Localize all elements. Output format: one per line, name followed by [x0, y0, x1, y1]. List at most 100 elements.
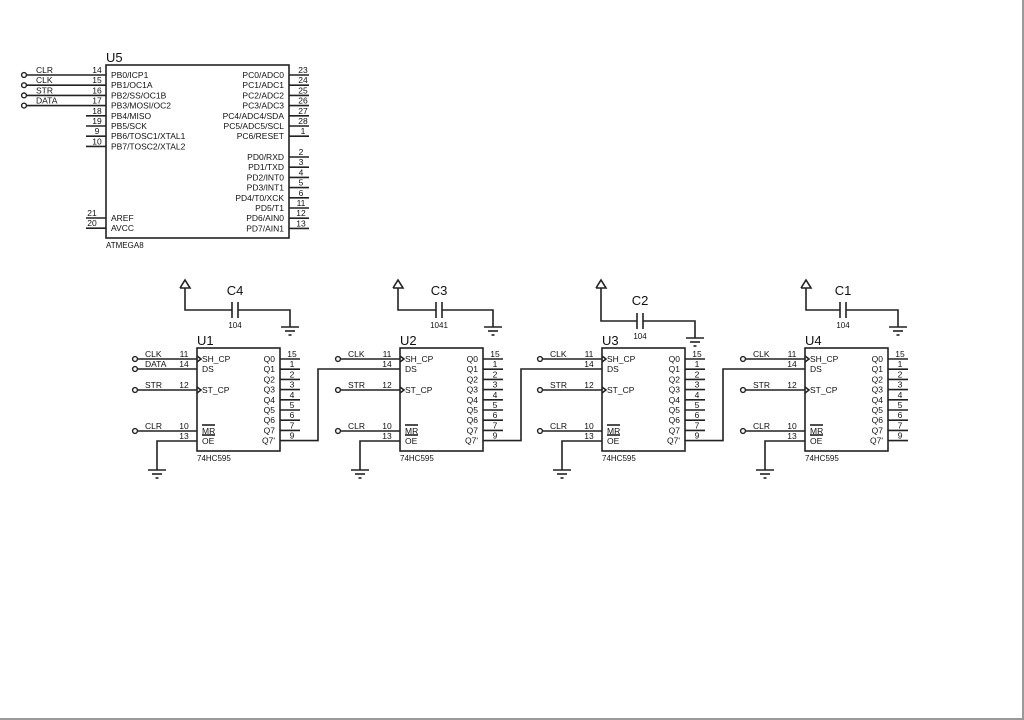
- net-terminal[interactable]: [334, 386, 342, 394]
- pin-number: 10: [382, 421, 392, 431]
- pin-number: 26: [298, 96, 308, 106]
- net-terminal[interactable]: [131, 427, 139, 435]
- pin-name: PD0/RXD: [247, 152, 284, 162]
- pin-number: 2: [898, 369, 903, 379]
- ic-ref-label: U2: [400, 333, 417, 348]
- pin-name: Q1: [669, 364, 681, 374]
- pin-number: 20: [87, 218, 97, 228]
- clock-marker: [601, 386, 608, 394]
- pin-name: Q7: [669, 425, 681, 435]
- net-label: CLK: [36, 75, 53, 85]
- net-terminal[interactable]: [739, 386, 747, 394]
- pin-name: PC1/ADC1: [242, 80, 284, 90]
- pin-number: 9: [695, 431, 700, 441]
- capacitor-ref-label: C1: [835, 283, 852, 298]
- pin-number: 13: [296, 218, 306, 228]
- cap-wire-right: [442, 309, 494, 327]
- net-terminal[interactable]: [20, 82, 28, 89]
- pin-number: 2: [299, 147, 304, 157]
- pin-name: Q0: [669, 354, 681, 364]
- pin-name: PC5/ADC5/SCL: [224, 121, 285, 131]
- net-terminal[interactable]: [20, 102, 28, 109]
- pin-name: ST_CP: [810, 385, 838, 395]
- pin-name: PB2/SS/OC1B: [111, 90, 167, 100]
- pin-name: MR: [405, 426, 418, 436]
- pin-name: AVCC: [111, 223, 134, 233]
- ic-pin: 9Q7': [870, 431, 908, 446]
- pin-number: 2: [290, 369, 295, 379]
- pin-name: PD4/T0/XCK: [235, 193, 284, 203]
- ic-pin: 1Q1: [467, 359, 503, 374]
- ic-part-label: 74HC595: [602, 454, 636, 463]
- pin-number: 24: [298, 75, 308, 85]
- power-symbol: [179, 278, 192, 289]
- net-terminal[interactable]: [536, 355, 544, 363]
- sheet-border-bottom: [0, 718, 1024, 720]
- net-terminal[interactable]: [536, 427, 544, 435]
- net-label: CLK: [753, 349, 770, 359]
- net-terminal[interactable]: [131, 386, 139, 394]
- pin-name: PC6/RESET: [237, 131, 284, 141]
- net-terminal[interactable]: [334, 355, 342, 363]
- pin-number: 1: [493, 359, 498, 369]
- capacitor-value-label: 1041: [430, 321, 448, 330]
- ic-pin: 4Q4: [872, 390, 908, 405]
- pin-name: Q4: [264, 395, 276, 405]
- capacitor-ref-label: C4: [227, 283, 244, 298]
- capacitor-value-label: 104: [633, 332, 647, 341]
- pin-number: 3: [299, 157, 304, 167]
- net-terminal[interactable]: [739, 355, 747, 363]
- pin-name: PD6/AIN0: [246, 213, 284, 223]
- pin-name: OE: [202, 436, 215, 446]
- power-arrow: [392, 278, 405, 289]
- pin-name: Q2: [669, 374, 681, 384]
- pin-number: 14: [179, 359, 189, 369]
- net-terminal[interactable]: [739, 427, 747, 435]
- ic-pin: 4Q4: [669, 390, 705, 405]
- pin-number: 14: [787, 359, 797, 369]
- mcu-part-label: ATMEGA8: [106, 241, 144, 250]
- capacitor-ref-label: C2: [632, 293, 649, 308]
- pin-name: Q0: [264, 354, 276, 364]
- pin-name: PC2/ADC2: [242, 90, 284, 100]
- pin-name: PD3/INT1: [247, 183, 285, 193]
- net-terminal[interactable]: [131, 355, 139, 363]
- net-terminal[interactable]: [131, 365, 139, 373]
- pin-name: DS: [405, 364, 417, 374]
- pin-number: 21: [87, 208, 97, 218]
- ic-part-label: 74HC595: [197, 454, 231, 463]
- pin-number: 16: [92, 85, 102, 95]
- net-label: STR: [348, 380, 365, 390]
- net-terminal[interactable]: [20, 92, 28, 99]
- pin-number: 12: [179, 380, 189, 390]
- net-terminal[interactable]: [20, 71, 28, 79]
- net-terminal[interactable]: [536, 386, 544, 394]
- ic-pin: 9Q7': [465, 431, 503, 446]
- pin-number: 1: [301, 126, 306, 136]
- net-terminal[interactable]: [334, 427, 342, 435]
- power-arrow: [179, 278, 192, 289]
- clock-marker: [196, 355, 203, 363]
- ic-pin: 9Q7': [667, 431, 705, 446]
- ground-symbol: [889, 326, 907, 336]
- pin-number: 7: [898, 420, 903, 430]
- pin-number: 6: [290, 410, 295, 420]
- pin-number: 4: [493, 390, 498, 400]
